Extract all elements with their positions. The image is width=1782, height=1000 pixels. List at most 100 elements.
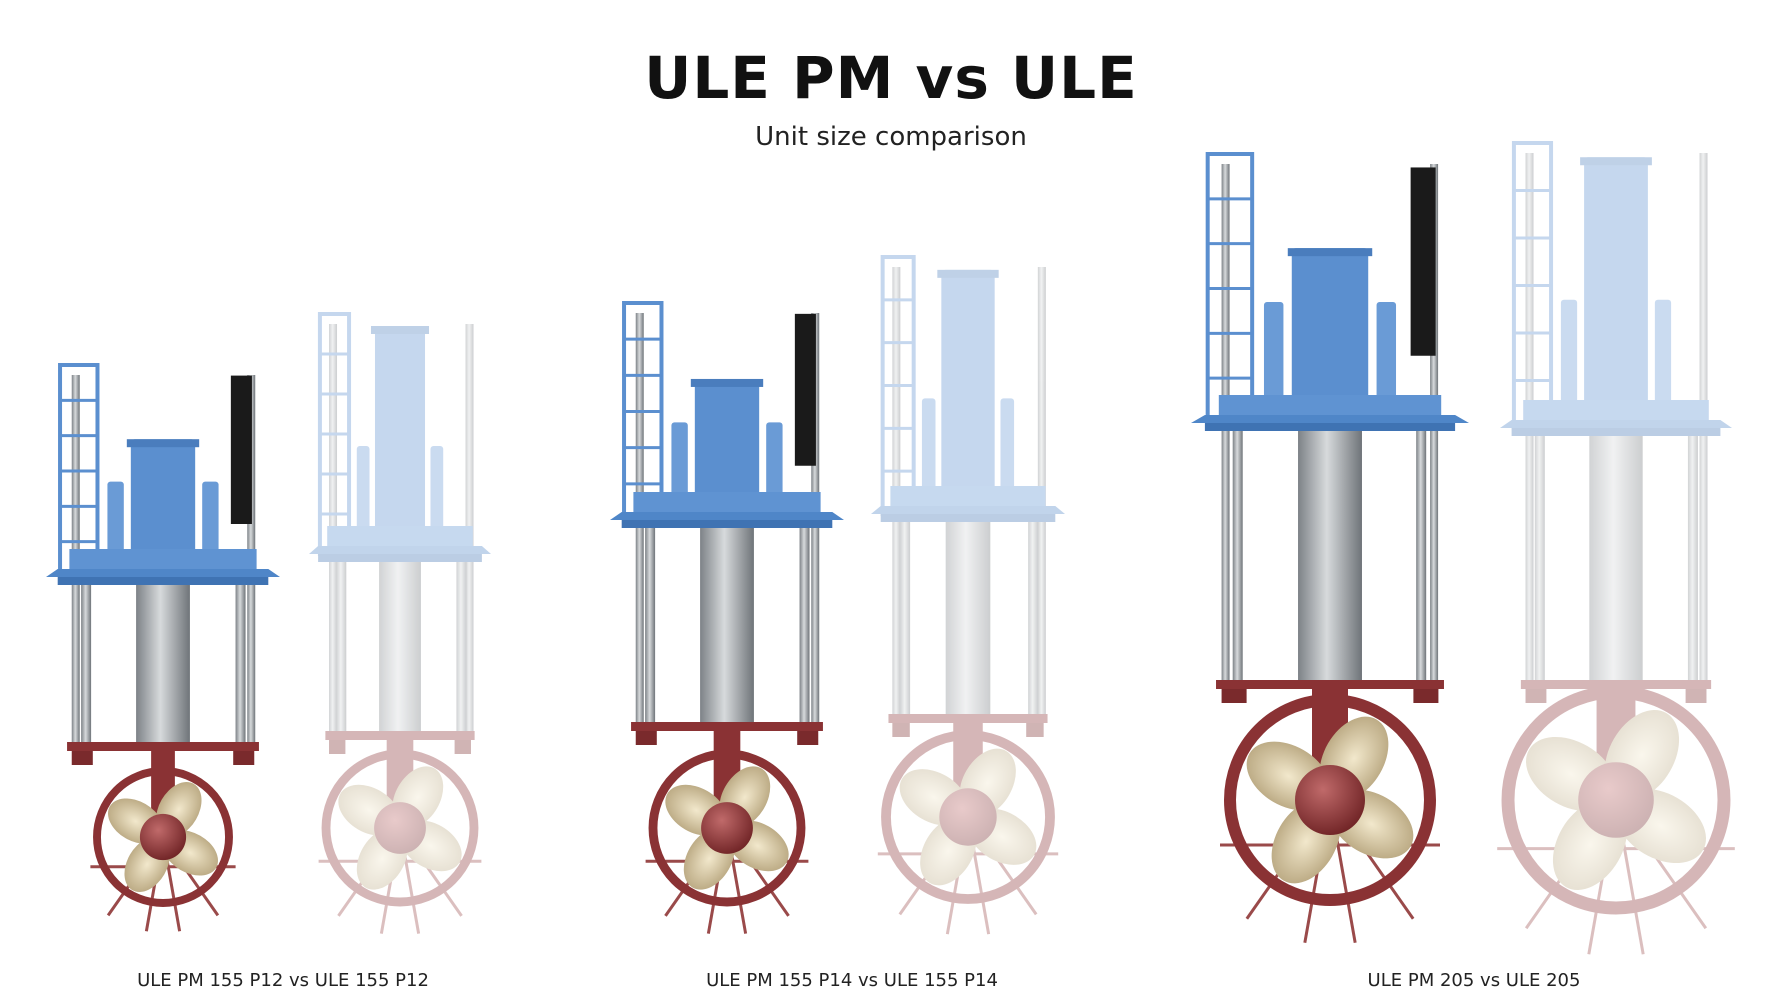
comparison-label-1: ULE PM 155 P12 vs ULE 155 P12 [137, 970, 429, 991]
motor [941, 269, 995, 514]
support-rod [1534, 436, 1545, 680]
support-rod [1687, 436, 1698, 680]
tunnel-ring [648, 749, 806, 907]
motor-cap [937, 269, 999, 278]
flange-bolt [454, 740, 471, 754]
flange-bolt [1525, 689, 1547, 703]
page-title: ULE PM vs ULE [644, 44, 1138, 112]
ule-155-p14-unit [871, 255, 1065, 935]
propeller-hub [1578, 762, 1654, 838]
base-frame [69, 549, 257, 571]
flange-bolt [233, 751, 255, 765]
support-rod [336, 562, 347, 731]
ule-pm-155-p12-unit [46, 363, 280, 932]
guide-rod [329, 324, 338, 731]
base-frame [1523, 400, 1709, 422]
platform-edge [880, 514, 1056, 522]
platform-edge [318, 554, 482, 562]
flange-bolt [329, 740, 346, 754]
platform-plate [309, 546, 491, 554]
motor [1584, 157, 1648, 428]
guide-rod [1037, 267, 1046, 714]
flange [67, 742, 259, 751]
support-rod [1232, 431, 1243, 680]
support-rod [799, 528, 810, 722]
central-tube [379, 562, 421, 731]
propeller-hub [139, 813, 187, 861]
central-tube [945, 522, 991, 714]
flange [325, 731, 475, 740]
platform-plate [610, 512, 844, 520]
support-rod [235, 585, 246, 742]
cable-duct [230, 375, 252, 524]
base-frame [1218, 395, 1442, 417]
motor-cap [1580, 157, 1652, 166]
pump [430, 446, 444, 554]
propeller-hub [939, 788, 997, 846]
platform-plate [871, 506, 1065, 514]
central-tube [700, 528, 754, 722]
cable-duct [794, 313, 816, 466]
motor [374, 326, 426, 554]
frame [880, 255, 916, 516]
flange-bolt [635, 731, 657, 745]
tunnel-ring [321, 749, 479, 907]
tunnel-ring [93, 767, 233, 907]
flange [1216, 680, 1444, 689]
guide-rod [1699, 153, 1708, 680]
page-subtitle: Unit size comparison [755, 122, 1027, 152]
ule-pm-205-unit [1191, 152, 1469, 944]
cable-duct [1410, 167, 1436, 356]
support-rod [900, 522, 911, 714]
support-rod [1416, 431, 1427, 680]
flange [631, 722, 823, 731]
support-rod [645, 528, 656, 722]
flange-bolt [1685, 689, 1707, 703]
central-tube [136, 585, 190, 742]
pump [356, 446, 370, 554]
motor-cap [370, 326, 430, 334]
support-rod [81, 585, 92, 742]
guide-rod [892, 267, 901, 714]
motor [694, 378, 760, 520]
comparison-label-2: ULE PM 155 P14 vs ULE 155 P14 [706, 970, 998, 991]
central-tube [1298, 431, 1362, 680]
comparison-label-3: ULE PM 205 vs ULE 205 [1367, 970, 1581, 991]
platform-edge [57, 577, 269, 585]
pump [1560, 299, 1578, 428]
pump [1263, 301, 1284, 423]
platform-edge [621, 520, 833, 528]
guide-rod [465, 324, 474, 731]
motor-cap [690, 378, 764, 387]
propeller-hub [1295, 765, 1365, 835]
motor [130, 439, 196, 577]
platform-plate [1191, 415, 1469, 423]
ule-205-unit [1497, 141, 1735, 955]
pump [1376, 301, 1397, 423]
ule-155-p12-unit [309, 312, 491, 934]
guide-rod [1525, 153, 1534, 680]
pump [921, 398, 936, 514]
platform-plate [1500, 420, 1732, 428]
flange-bolt [1221, 689, 1247, 703]
propeller-hub [374, 802, 426, 854]
propeller-hub [701, 802, 753, 854]
platform-plate [46, 569, 280, 577]
base-frame [327, 526, 473, 548]
frame [317, 312, 352, 556]
flange-bolt [71, 751, 93, 765]
tunnel-ring [1224, 694, 1436, 906]
tunnel-ring [881, 730, 1055, 904]
frame [1511, 141, 1554, 430]
flange-bolt [1413, 689, 1439, 703]
flange-bolt [797, 731, 819, 745]
flange [1520, 680, 1712, 689]
base-frame [633, 492, 821, 514]
ule-pm-155-p14-unit [610, 301, 844, 934]
motor [1291, 248, 1369, 423]
base-frame [890, 486, 1046, 508]
pump [1654, 299, 1672, 428]
tunnel-ring [1501, 685, 1731, 915]
flange [888, 714, 1048, 723]
